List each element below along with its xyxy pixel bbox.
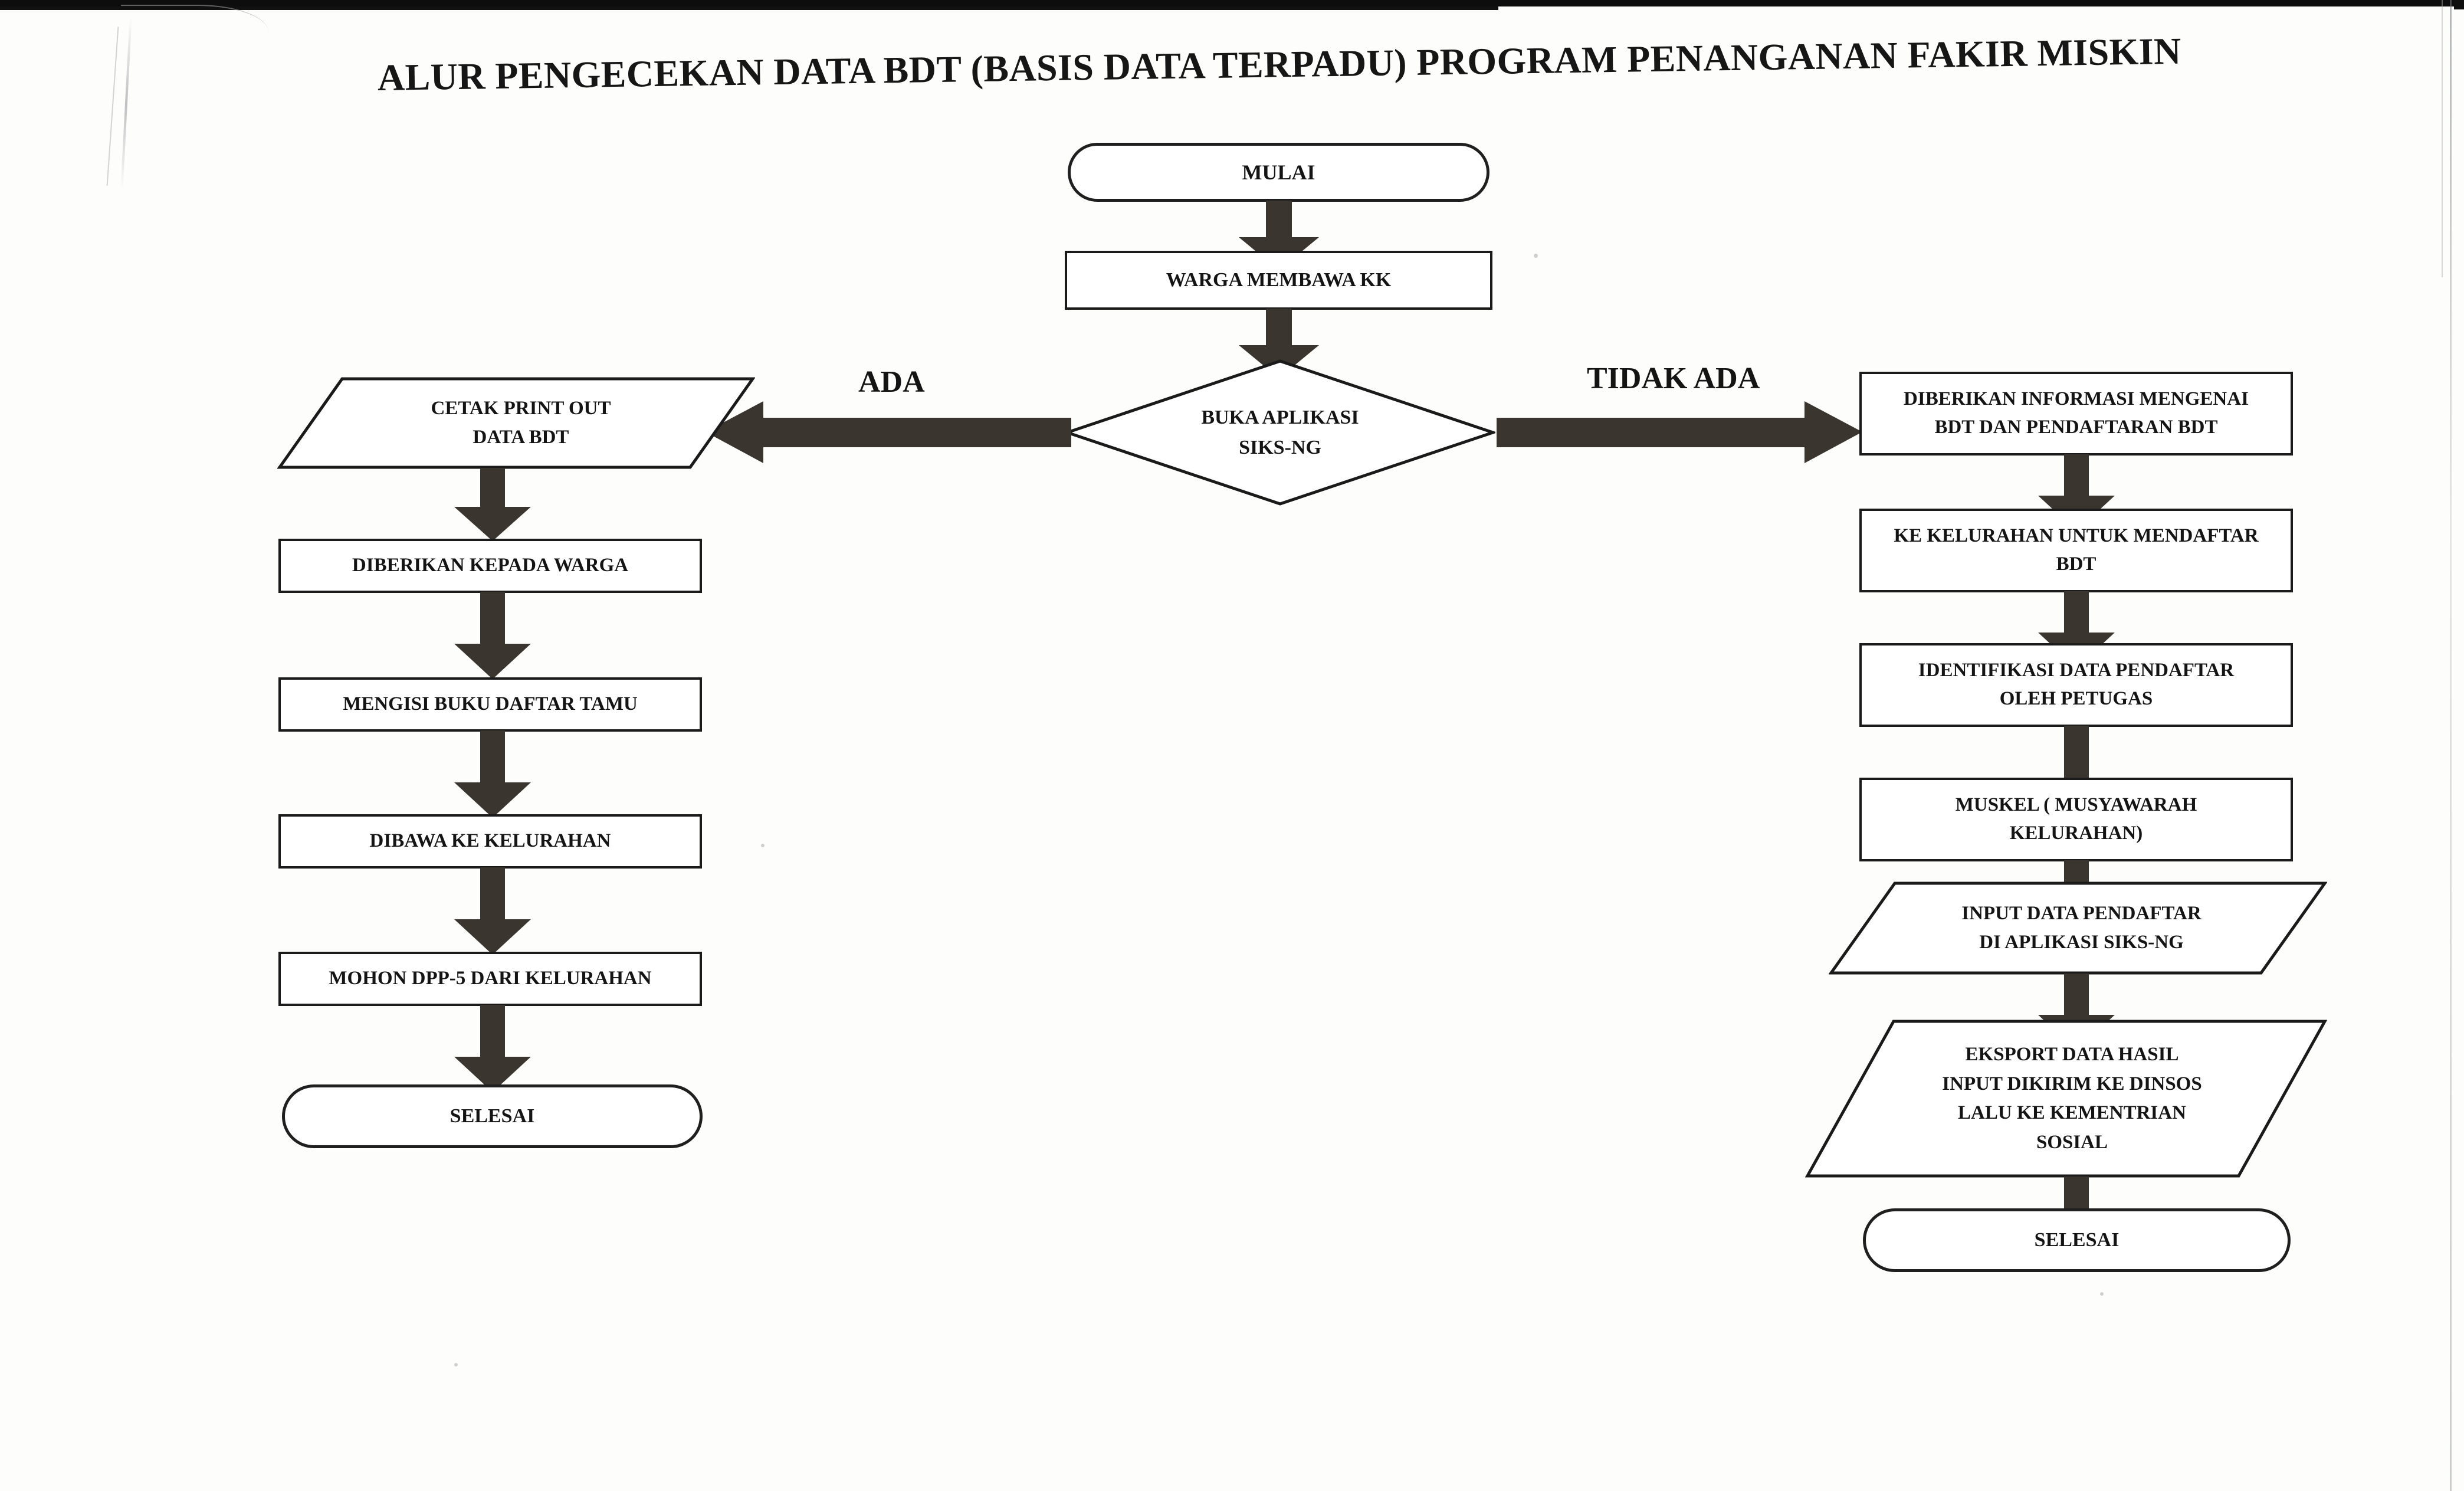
node-ke-kelurahan-untuk-mendaftar-label: KE KELURAHAN UNTUK MENDAFTAR BDT [1894,525,2259,575]
scan-speck-artifact [761,844,765,847]
node-start-mulai[interactable]: MULAI [1068,143,1489,202]
scan-crease-artifact-secondary [106,27,119,186]
arrow-kk-to-decision [1239,309,1319,378]
node-decision-buka-aplikasi-label: BUKA APLIKASI SIKS-NG [1201,407,1359,458]
arrow-decision-to-right-branch [1497,401,1862,463]
node-eksport-data-hasil-label: EKSPORT DATA HASIL INPUT DIKIRIM KE DINS… [1942,1044,2202,1153]
scan-corner-block-artifact [2454,0,2464,9]
node-cetak-print-out[interactable]: CETAK PRINT OUT DATA BDT [277,376,755,470]
arrow-decision-to-left-branch [706,401,1071,463]
node-right-selesai-label: SELESAI [2034,1229,2120,1251]
node-left-selesai[interactable]: SELESAI [282,1084,703,1148]
node-mengisi-buku-daftar-tamu[interactable]: MENGISI BUKU DAFTAR TAMU [278,677,702,732]
node-dibawa-ke-kelurahan[interactable]: DIBAWA KE KELURAHAN [278,814,702,869]
node-dibawa-ke-kelurahan-label: DIBAWA KE KELURAHAN [369,830,611,852]
branch-label-tidak-ada: TIDAK ADA [1587,362,1760,395]
arrow-left-5 [454,1005,531,1092]
arrow-left-1 [454,468,531,541]
node-left-selesai-label: SELESAI [450,1105,535,1128]
scan-speck-artifact [2100,1292,2104,1296]
node-start-mulai-label: MULAI [1242,160,1315,184]
node-mohon-dpp5-dari-kelurahan[interactable]: MOHON DPP-5 DARI KELURAHAN [278,952,702,1006]
node-eksport-data-hasil[interactable]: EKSPORT DATA HASIL INPUT DIKIRIM KE DINS… [1805,1019,2327,1178]
node-diberikan-informasi-bdt-label: DIBERIKAN INFORMASI MENGENAI BDT DAN PEN… [1904,388,2249,438]
arrow-left-4 [454,867,531,955]
node-diberikan-kepada-warga-label: DIBERIKAN KEPADA WARGA [352,555,629,576]
node-mengisi-buku-daftar-tamu-label: MENGISI BUKU DAFTAR TAMU [343,693,638,715]
scan-edge-artifact-top-secondary [0,6,1498,10]
branch-label-ada: ADA [858,365,925,399]
node-diberikan-kepada-warga[interactable]: DIBERIKAN KEPADA WARGA [278,539,702,593]
node-muskel-musyawarah-kelurahan-label: MUSKEL ( MUSYAWARAH KELURAHAN) [1955,794,2197,844]
scan-edge-artifact-right-secondary [2442,0,2443,277]
scan-paper-corner-artifact [121,5,268,41]
node-decision-buka-aplikasi[interactable]: BUKA APLIKASI SIKS-NG [1065,359,1495,506]
scan-speck-artifact [454,1363,458,1367]
scan-edge-artifact-top [0,0,2464,6]
node-cetak-print-out-label: CETAK PRINT OUT DATA BDT [431,397,611,448]
arrow-left-2 [454,592,531,679]
node-identifikasi-data-pendaftar[interactable]: IDENTIFIKASI DATA PENDAFTAR OLEH PETUGAS [1859,643,2293,727]
node-identifikasi-data-pendaftar-label: IDENTIFIKASI DATA PENDAFTAR OLEH PETUGAS [1918,660,2235,709]
node-mohon-dpp5-dari-kelurahan-label: MOHON DPP-5 DARI KELURAHAN [329,968,652,989]
node-warga-membawa-kk[interactable]: WARGA MEMBAWA KK [1065,251,1492,310]
scan-speck-artifact [1534,254,1538,258]
node-input-data-pendaftar[interactable]: INPUT DATA PENDAFTAR DI APLIKASI SIKS-NG [1829,881,2327,975]
node-input-data-pendaftar-label: INPUT DATA PENDAFTAR DI APLIKASI SIKS-NG [1961,902,2201,953]
node-muskel-musyawarah-kelurahan[interactable]: MUSKEL ( MUSYAWARAH KELURAHAN) [1859,778,2293,861]
node-ke-kelurahan-untuk-mendaftar[interactable]: KE KELURAHAN UNTUK MENDAFTAR BDT [1859,509,2293,592]
node-diberikan-informasi-bdt[interactable]: DIBERIKAN INFORMASI MENGENAI BDT DAN PEN… [1859,372,2293,456]
node-right-selesai[interactable]: SELESAI [1863,1208,2291,1272]
node-warga-membawa-kk-label: WARGA MEMBAWA KK [1166,269,1392,291]
page-title: ALUR PENGECEKAN DATA BDT (BASIS DATA TER… [377,30,2182,99]
scan-crease-artifact [120,18,132,189]
scan-edge-artifact-right [2450,0,2452,1491]
arrow-left-3 [454,730,531,818]
